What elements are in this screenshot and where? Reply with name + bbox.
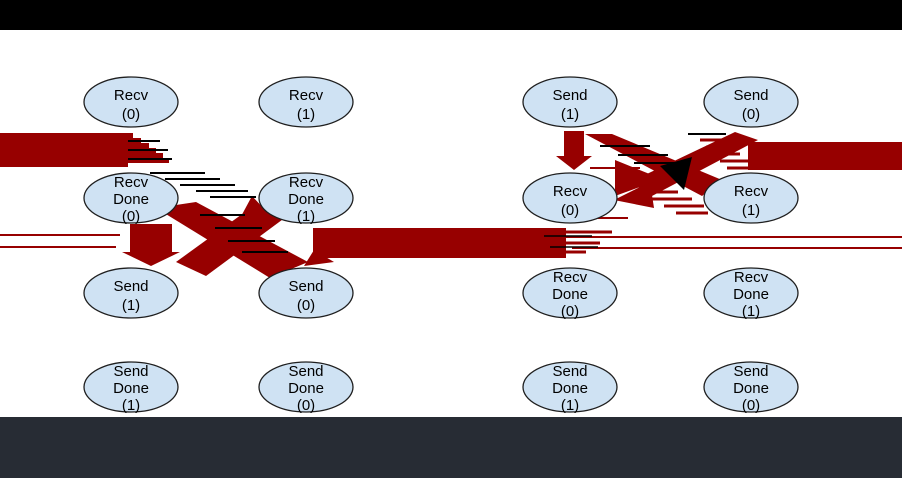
node-label-send-done-1-r4c1-line1: Send [113,363,148,380]
node-recv-done-0-r3c3 [522,267,618,319]
arrow-left-band-step6 [0,158,169,163]
arrow-left-band-step7 [0,163,128,167]
node-label-recv-1-r1c2-line1: Recv [289,87,324,104]
node-label-recv-done-0-r2c1-line2: Done [113,191,149,208]
node-label-recv-done-1-r3c4-line2: Done [733,286,769,303]
node-label-send-done-1-r4c1-line2: Done [113,380,149,397]
node-label-send-done-1-r4c1-line3: (1) [122,397,140,414]
node-label-send-done-1-r4c3-line1: Send [552,363,587,380]
node-label-send-0-r3c2-line1: Send [288,278,323,295]
arrow-right-down-arrow-stem [564,131,584,156]
node-label-recv-0-r1c1-line2: (0) [122,106,140,123]
node-label-recv-0-r2c3-line1: Recv [553,183,588,200]
arrow-right-diag-s1-r1 [585,134,722,196]
node-send-done-0-r4c2 [258,361,354,413]
arrow-mid-band-arrowhead [304,250,334,266]
node-recv-0-r1c1 [83,76,179,128]
arrow-mid-band [313,228,566,258]
node-label-send-0-r1c4-line2: (0) [742,106,760,123]
node-label-send-done-0-r4c4-line1: Send [733,363,768,380]
node-label-send-done-1-r4c3-line2: Done [552,380,588,397]
node-send-done-1-r4c1 [83,361,179,413]
node-label-recv-1-r2c4-line2: (1) [742,202,760,219]
node-label-send-0-r1c4-line1: Send [733,87,768,104]
arrow-left-band-step4 [0,148,156,153]
node-recv-1-r1c2 [258,76,354,128]
bottom-dark-bar [0,417,902,478]
node-label-send-done-0-r4c2-line2: Done [288,380,324,397]
node-label-recv-1-r1c2-line2: (1) [297,106,315,123]
node-label-recv-0-r1c1-line1: Recv [114,87,149,104]
node-send-done-1-r4c3 [522,361,618,413]
node-label-send-done-0-r4c4-line3: (0) [742,397,760,414]
node-label-recv-done-1-r2c2-line3: (1) [297,208,315,225]
node-label-recv-done-0-r3c3-line3: (0) [561,303,579,320]
arrow-left-band-step1 [0,133,133,138]
node-label-send-1-r3c1-line1: Send [113,278,148,295]
node-send-0-r3c2 [258,267,354,319]
node-recv-0-r2c3 [522,172,618,224]
node-label-send-done-0-r4c2-line3: (0) [297,397,315,414]
arrow-left-band-step3 [0,143,149,148]
arrow-bowtie-black-wedge [660,157,692,190]
node-label-send-1-r1c3-line2: (1) [561,106,579,123]
node-label-recv-0-r2c3-line2: (0) [561,202,579,219]
node-label-recv-1-r2c4-line1: Recv [734,183,769,200]
node-send-done-0-r4c4 [703,361,799,413]
node-label-recv-done-1-r2c2-line2: Done [288,191,324,208]
node-send-0-r1c4 [703,76,799,128]
node-send-1-r3c1 [83,267,179,319]
node-label-recv-done-0-r3c3-line2: Done [552,286,588,303]
node-label-recv-done-1-r3c4-line1: Recv [734,269,769,286]
node-recv-done-1-r3c4 [703,267,799,319]
node-label-send-done-0-r4c4-line2: Done [733,380,769,397]
node-label-send-1-r1c3-line1: Send [552,87,587,104]
node-label-send-0-r3c2-line2: (0) [297,297,315,314]
node-label-recv-done-0-r2c1-line1: Recv [114,174,149,191]
node-recv-done-1-r2c2 [258,172,354,224]
arrow-right-left-arrowhead [614,182,654,208]
node-recv-done-0-r2c1 [83,172,179,224]
arrow-right-down-arrowhead [556,156,592,170]
arrow-right-band [748,142,902,170]
top-black-bar [0,0,902,30]
arrow-left-band-step5 [0,153,163,158]
node-label-send-1-r3c1-line2: (1) [122,297,140,314]
node-label-recv-done-1-r2c2-line1: Recv [289,174,324,191]
node-label-recv-done-0-r3c3-line1: Recv [553,269,588,286]
node-label-send-done-0-r4c2-line1: Send [288,363,323,380]
node-recv-1-r2c4 [703,172,799,224]
node-send-1-r1c3 [522,76,618,128]
node-label-recv-done-1-r3c4-line3: (1) [742,303,760,320]
node-label-recv-done-0-r2c1-line3: (0) [122,208,140,225]
arrow-left-down-arrow-stem [130,224,172,252]
arrow-left-down-arrowhead [122,252,180,266]
node-label-send-done-1-r4c3-line3: (1) [561,397,579,414]
arrow-left-band-step2 [0,138,141,143]
